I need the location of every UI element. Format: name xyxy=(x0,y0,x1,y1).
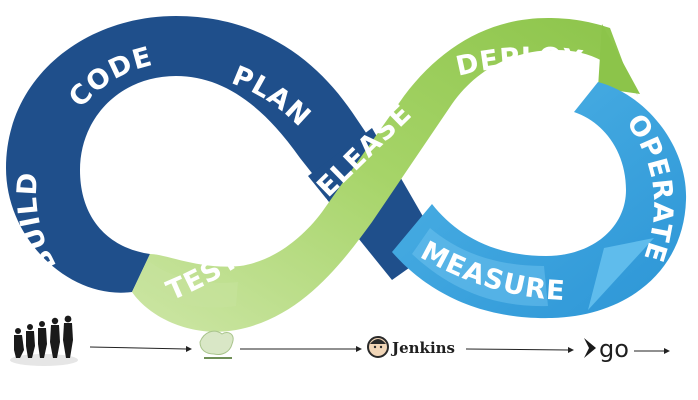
green-arrow-head xyxy=(598,24,640,94)
jenkins-logo-icon xyxy=(367,336,389,358)
go-logo-icon xyxy=(584,338,596,358)
arrow-connector-4 xyxy=(634,348,670,354)
arrow-connector-3 xyxy=(465,347,574,353)
arrow-connector-1 xyxy=(89,346,192,352)
blue-arrow-head xyxy=(588,238,654,310)
go-label: go xyxy=(599,335,629,363)
jenkins-label: Jenkins xyxy=(390,339,455,357)
stage-label-deploy: DEPLOY xyxy=(453,42,585,83)
arrow-connector-2 xyxy=(240,346,362,352)
blue-highlight xyxy=(412,228,548,307)
green-band xyxy=(132,18,638,332)
human-evolution-icon xyxy=(10,315,78,366)
green-highlight xyxy=(136,262,238,308)
leaf-tool-icon xyxy=(199,330,234,359)
dark-blue-loop-band xyxy=(6,16,448,293)
